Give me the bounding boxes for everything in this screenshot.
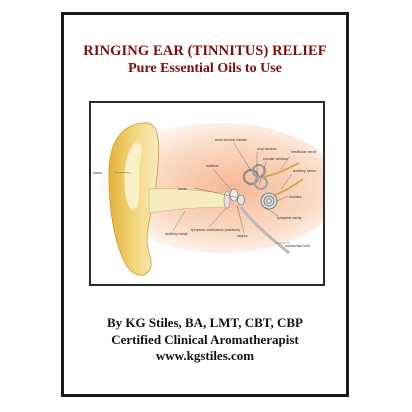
cochlea-shape (260, 192, 278, 210)
label-stapes: stapes (237, 234, 248, 238)
author-block: By KG Stiles, BA, LMT, CBT, CBP Certifie… (64, 315, 346, 365)
eustachian-tube-shape (239, 206, 290, 255)
label-oval-window: oval window (257, 147, 277, 151)
ear-anatomy-diagram: pinna auditory canal malleus incus semi … (89, 101, 325, 286)
cochlea-spiral-inner (266, 198, 272, 204)
incus-shape (237, 194, 245, 206)
label-auditory-canal: auditory canal (165, 232, 188, 236)
author-name: By KG Stiles, BA, LMT, CBT, CBP (107, 315, 303, 330)
label-circular-window: circular window (263, 157, 288, 161)
label-tympanic-cavity: tympanic cavity (277, 216, 302, 220)
book-cover: RINGING EAR (TINNITUS) RELIEF Pure Essen… (61, 12, 349, 397)
auditory-nerve-shape (274, 178, 304, 196)
leader-lines (112, 142, 293, 244)
book-title: RINGING EAR (TINNITUS) RELIEF (83, 43, 327, 59)
label-vestibular-nerve: vestibular nerve (291, 150, 316, 154)
label-tympanic-membrane: tympanic membrane (eardrum) (191, 228, 240, 232)
author-website: www.kgstiles.com (155, 348, 255, 363)
label-cochlea: cochlea (289, 195, 301, 199)
label-eustachian-tube: eustachian tube (285, 244, 310, 248)
ear-illustration: pinna auditory canal malleus incus semi … (91, 103, 323, 284)
vestibular-nerve-shape (262, 162, 300, 178)
malleus-shape (229, 188, 239, 202)
cochlea-spiral-outer (263, 195, 275, 207)
eardrum-shape (223, 190, 231, 210)
label-pinna: pinna (93, 171, 102, 175)
title-block: RINGING EAR (TINNITUS) RELIEF Pure Essen… (64, 43, 346, 77)
semicircular-canal-3 (254, 176, 268, 190)
label-auditory-nerve: auditory nerve (293, 169, 316, 173)
book-subtitle: Pure Essential Oils to Use (128, 61, 282, 76)
label-semi-circular-canals: semi circular canals (215, 138, 247, 142)
author-credential: Certified Clinical Aromatherapist (111, 331, 299, 347)
pinna-highlight (124, 142, 142, 211)
label-incus: incus (178, 187, 187, 191)
label-malleus: malleus (206, 164, 219, 168)
